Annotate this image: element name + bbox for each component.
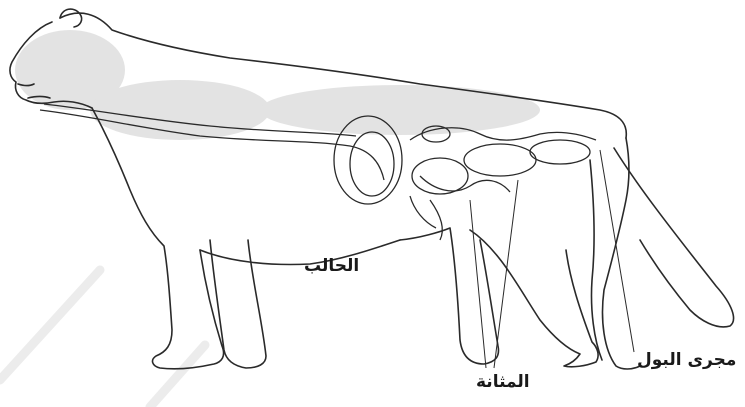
head-shading	[15, 30, 540, 140]
label-bladder: المثانة	[476, 372, 530, 392]
leader-lines	[470, 150, 634, 368]
label-ureter: الحالب	[304, 256, 359, 276]
watermark-stripes	[0, 270, 205, 407]
label-urethra: مجرى البول	[637, 350, 736, 370]
